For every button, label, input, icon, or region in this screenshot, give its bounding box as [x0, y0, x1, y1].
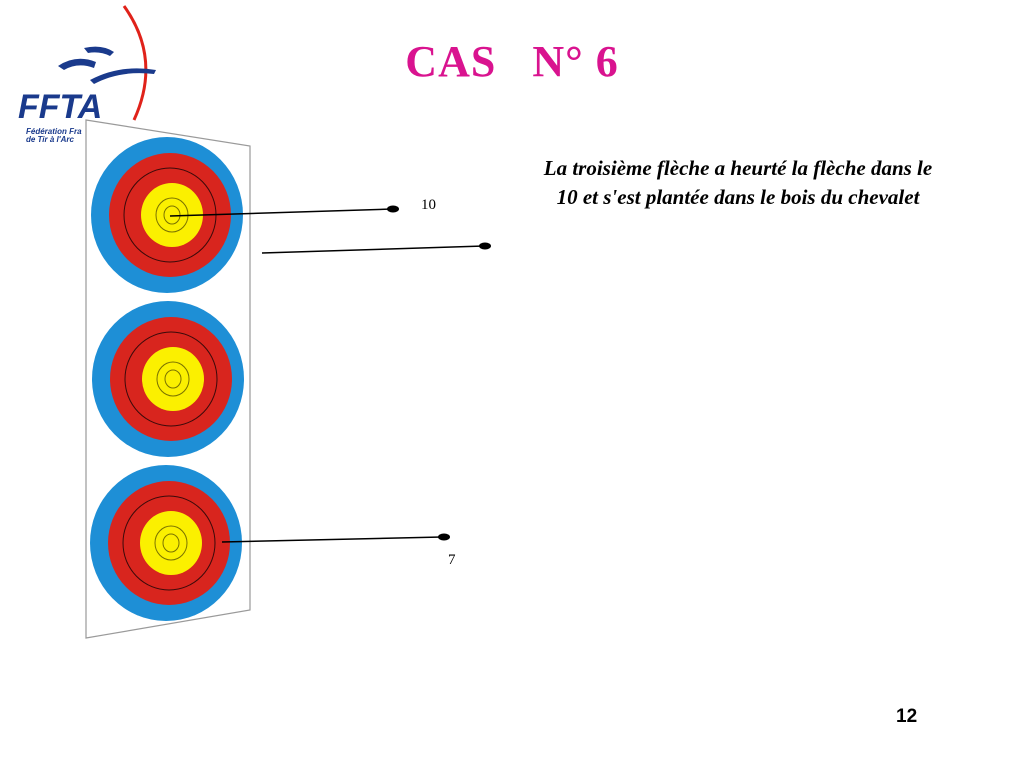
- slide-title: CAS N° 6: [405, 37, 619, 86]
- swoosh-top-icon: [84, 46, 114, 56]
- page-number: 12: [896, 706, 918, 727]
- ffta-logo: FFTA Fédération Fra de Tir à l'Arc: [10, 4, 160, 144]
- score-label-7: 7: [448, 552, 456, 568]
- target-face-middle: [92, 301, 244, 457]
- logo-wordmark: FFTA: [18, 88, 102, 126]
- logo-subtitle: Fédération Fra de Tir à l'Arc: [26, 128, 98, 144]
- logo-subtitle-line-1: Fédération Fra: [26, 128, 82, 136]
- case-description: La troisième flèche a heurté la flèche d…: [543, 156, 933, 209]
- target-face-top: [91, 137, 243, 293]
- arrow-in-wood: [261, 242, 491, 254]
- logo-subtitle-line-2: de Tir à l'Arc: [26, 135, 74, 144]
- swoosh-left-icon: [58, 58, 96, 70]
- arrow-in-ten: [169, 205, 399, 217]
- arrow-in-seven: [221, 533, 450, 543]
- bow-arc-icon: [122, 5, 148, 121]
- swoosh-right-icon: [90, 68, 156, 84]
- ffta-logo-graphic: FFTA: [18, 5, 156, 126]
- score-label-10: 10: [421, 197, 436, 213]
- target-face-bottom: [90, 465, 242, 621]
